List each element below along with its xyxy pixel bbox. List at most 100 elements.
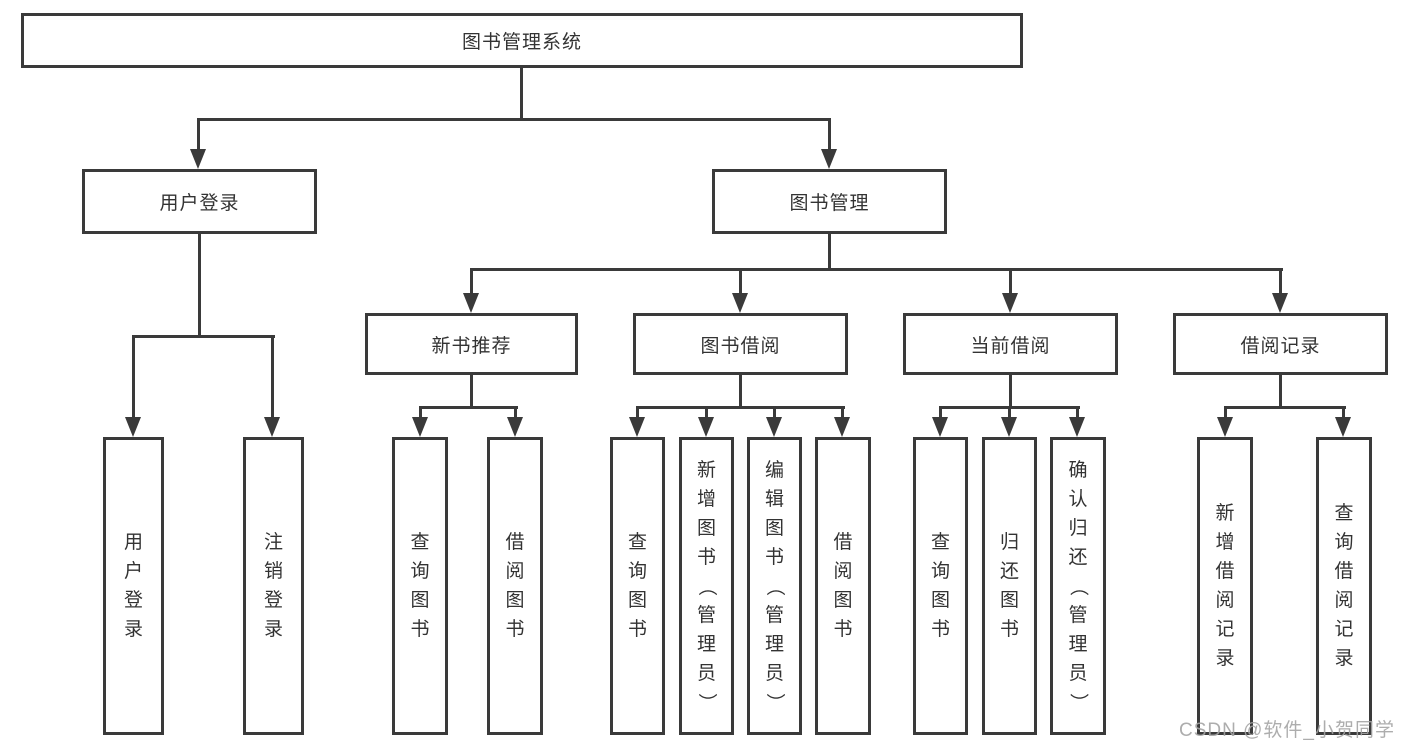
leaf-label-char: 阅 bbox=[1215, 590, 1235, 611]
leaf-label-char: 询 bbox=[1334, 532, 1354, 553]
connector-to-leaf bbox=[1076, 406, 1079, 419]
connector-to-leaf bbox=[1342, 406, 1345, 419]
leaf-label-char: 阅 bbox=[1334, 590, 1354, 611]
connector-to-current-borrow bbox=[1009, 268, 1012, 295]
arrow-down-icon bbox=[1335, 417, 1351, 437]
arrow-down-icon bbox=[125, 417, 141, 437]
leaf-label-char: 管 bbox=[696, 604, 716, 626]
watermark: CSDN @软件_小贺同学 bbox=[1179, 720, 1395, 741]
arrow-down-icon bbox=[463, 293, 479, 313]
leaf-query-books-2: 查询图书 bbox=[610, 437, 665, 735]
connector-to-leaf bbox=[1008, 406, 1011, 419]
leaf-label-char: 图 bbox=[833, 590, 853, 611]
connector-branch bbox=[636, 406, 845, 409]
leaf-label-char: 书 bbox=[627, 619, 647, 640]
leaf-label-char: ） bbox=[696, 692, 717, 712]
leaf-label-char: 登 bbox=[263, 590, 283, 611]
leaf-label-char: ） bbox=[764, 692, 785, 712]
arrow-down-icon bbox=[932, 417, 948, 437]
leaf-label-char: 录 bbox=[1215, 648, 1235, 669]
arrow-down-icon bbox=[766, 417, 782, 437]
leaf-label-char: 询 bbox=[930, 561, 950, 582]
leaf-label-char: 图 bbox=[627, 590, 647, 611]
node-book-borrow: 图书借阅 bbox=[633, 313, 848, 375]
leaf-label-char: ） bbox=[1067, 692, 1089, 712]
leaf-label-char: 新 bbox=[1215, 503, 1235, 524]
leaf-label-char: 借 bbox=[1215, 561, 1235, 582]
connector-to-leaf bbox=[841, 406, 844, 419]
leaf-label-char: 图 bbox=[696, 517, 716, 539]
leaf-label-char: 查 bbox=[930, 532, 950, 553]
connector-to-leaf bbox=[514, 406, 517, 419]
leaf-add-borrow-record: 新增借阅记录 bbox=[1197, 437, 1253, 735]
leaf-label-char: 注 bbox=[263, 532, 283, 553]
node-book-management: 图书管理 bbox=[712, 169, 947, 234]
connector-root-branch bbox=[198, 118, 831, 121]
arrow-down-icon bbox=[629, 417, 645, 437]
leaf-label-char: 查 bbox=[1334, 503, 1354, 524]
leaf-return-book: 归还图书 bbox=[982, 437, 1037, 735]
arrow-down-icon bbox=[1001, 417, 1017, 437]
node-new-book-recommend: 新书推荐 bbox=[365, 313, 578, 375]
leaf-label-char: 新 bbox=[696, 459, 716, 481]
leaf-label-char: 员 bbox=[764, 662, 784, 684]
connector-to-new-book bbox=[470, 268, 473, 295]
connector-to-user-login bbox=[197, 118, 200, 151]
leaf-label-char: 登 bbox=[123, 590, 143, 611]
leaf-label-char: 书 bbox=[930, 619, 950, 640]
node-user-login: 用户登录 bbox=[82, 169, 317, 234]
connector-to-leaf bbox=[271, 335, 274, 419]
arrow-down-icon bbox=[507, 417, 523, 437]
arrow-down-icon bbox=[190, 149, 206, 169]
leaf-label-char: 还 bbox=[999, 561, 1019, 582]
leaf-label-char: 书 bbox=[833, 619, 853, 640]
connector-to-book-borrow bbox=[739, 268, 742, 295]
leaf-label-char: 查 bbox=[627, 532, 647, 553]
arrow-down-icon bbox=[264, 417, 280, 437]
connector-to-leaf bbox=[939, 406, 942, 419]
leaf-label-char: 借 bbox=[505, 532, 525, 553]
leaf-label-char: 图 bbox=[930, 590, 950, 611]
leaf-label-char: 员 bbox=[696, 662, 716, 684]
leaf-label-char: 询 bbox=[410, 561, 430, 582]
leaf-label-char: （ bbox=[696, 576, 717, 596]
arrow-down-icon bbox=[1217, 417, 1233, 437]
leaf-label-char: 询 bbox=[627, 561, 647, 582]
leaf-edit-book-admin: 编辑图书（管理员） bbox=[747, 437, 802, 735]
connector-branch bbox=[419, 406, 518, 409]
leaf-label-char: 理 bbox=[764, 633, 784, 655]
arrow-down-icon bbox=[732, 293, 748, 313]
connector-stem bbox=[1279, 375, 1282, 409]
arrow-down-icon bbox=[1272, 293, 1288, 313]
leaf-label-char: 录 bbox=[1334, 648, 1354, 669]
leaf-label-char: 阅 bbox=[505, 561, 525, 582]
node-root: 图书管理系统 bbox=[21, 13, 1023, 68]
leaf-label-char: 员 bbox=[1068, 662, 1088, 684]
leaf-logout-login: 注销登录 bbox=[243, 437, 304, 735]
leaf-label-char: 借 bbox=[833, 532, 853, 553]
arrow-down-icon bbox=[1002, 293, 1018, 313]
leaf-label-char: 管 bbox=[1068, 604, 1088, 626]
connector-book-mgmt-branch bbox=[470, 268, 1283, 271]
connector-stem bbox=[470, 375, 473, 409]
leaf-label-char: 增 bbox=[1215, 532, 1235, 553]
connector-to-leaf bbox=[419, 406, 422, 419]
leaf-label-char: 书 bbox=[764, 546, 784, 568]
leaf-label-char: 图 bbox=[764, 517, 784, 539]
leaf-label-char: 录 bbox=[123, 619, 143, 640]
arrow-down-icon bbox=[1069, 417, 1085, 437]
leaf-label-char: 录 bbox=[263, 619, 283, 640]
leaf-borrow-books-2: 借阅图书 bbox=[815, 437, 871, 735]
leaf-label-char: 图 bbox=[410, 590, 430, 611]
leaf-label-char: （ bbox=[764, 576, 785, 596]
leaf-label-char: 认 bbox=[1068, 488, 1088, 510]
leaf-label-char: 借 bbox=[1334, 561, 1354, 582]
connector-to-borrow-records bbox=[1279, 268, 1282, 295]
connector-to-leaf bbox=[705, 406, 708, 419]
connector-to-leaf bbox=[1224, 406, 1227, 419]
leaf-user-login: 用户登录 bbox=[103, 437, 164, 735]
arrow-down-icon bbox=[821, 149, 837, 169]
arrow-down-icon bbox=[834, 417, 850, 437]
leaf-add-book-admin: 新增图书（管理员） bbox=[679, 437, 734, 735]
connector-user-login-branch bbox=[132, 335, 275, 338]
